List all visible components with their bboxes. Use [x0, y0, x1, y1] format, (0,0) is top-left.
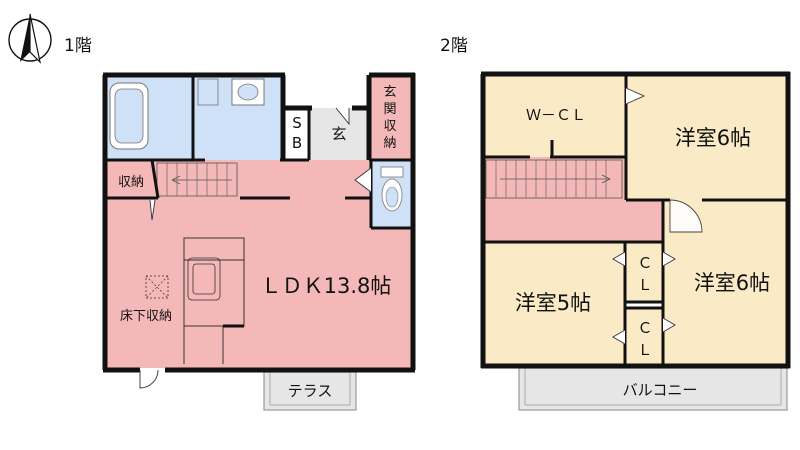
label-b: B	[292, 134, 302, 152]
label-genkan-storage-3: 収	[383, 119, 396, 134]
label-s: S	[292, 114, 302, 132]
balcony	[518, 367, 788, 411]
genkan	[309, 108, 369, 160]
shoe-box	[281, 108, 309, 160]
storage-1f	[105, 160, 155, 196]
floor1-plan: S B 玄 玄 関 収 納 収納 床下収納 ＬＤＫ13.8帖 テラス	[102, 72, 416, 411]
label-western-5: 洋室5帖	[515, 291, 591, 315]
label-cl2-l: Ｌ	[637, 341, 652, 359]
label-storage-1f: 収納	[118, 175, 144, 190]
kitchen-counter	[183, 237, 245, 364]
label-cl1-c: Ｃ	[637, 254, 652, 272]
label-balcony: バルコニー	[623, 381, 698, 399]
label-cl2-c: Ｃ	[637, 319, 652, 337]
walls-2f	[480, 71, 791, 369]
label-underfloor: 床下収納	[120, 309, 172, 324]
label-wcl: Ｗ－ＣＬ	[526, 106, 586, 124]
western-room-6-upper	[626, 76, 788, 200]
label-genkan-storage-4: 納	[383, 136, 396, 151]
closet-1	[625, 242, 663, 302]
floor2-plan: Ｗ－ＣＬ 洋室6帖 洋室5帖 洋室6帖 Ｃ Ｌ Ｃ Ｌ バルコニー	[480, 71, 791, 411]
genkan-storage	[369, 77, 411, 160]
stairs-1f	[156, 162, 238, 197]
toilet-door	[354, 167, 372, 193]
western-room-5	[483, 242, 625, 366]
closet-2	[625, 308, 663, 366]
ldk-room	[105, 196, 413, 368]
underfloor-hatch-icon	[145, 275, 169, 299]
label-genkan: 玄	[331, 125, 346, 143]
label-western-6-lower: 洋室6帖	[694, 271, 770, 295]
label-genkan-storage-1: 玄	[383, 85, 396, 100]
label-western-6-upper: 洋室6帖	[675, 126, 751, 150]
label-terrace: テラス	[288, 382, 333, 400]
label-genkan-storage-2: 関	[383, 102, 396, 117]
label-cl1-l: Ｌ	[637, 276, 652, 294]
walk-in-closet	[483, 76, 626, 157]
north-arrow-icon	[8, 13, 52, 64]
floor1-title: 1階	[64, 36, 92, 56]
stairs-2f	[485, 159, 623, 199]
floor2-title: 2階	[440, 36, 468, 56]
entry-door-1f	[139, 369, 159, 389]
label-ldk: ＬＤＫ13.8帖	[261, 274, 392, 298]
